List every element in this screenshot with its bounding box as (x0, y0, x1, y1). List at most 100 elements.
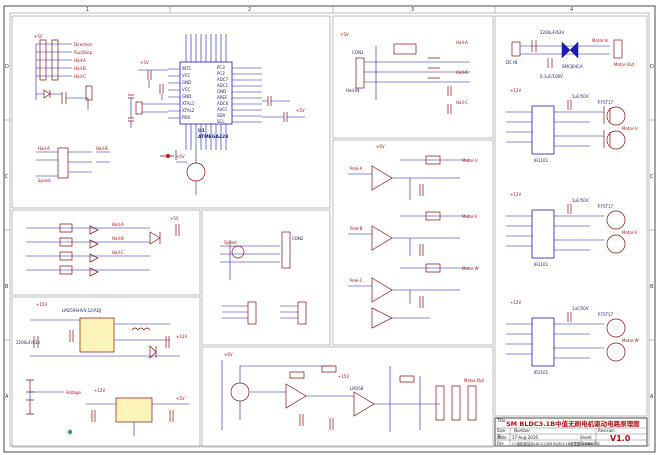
mcu-vcc-label: +5V (140, 60, 149, 65)
mosfet-w-high[interactable] (606, 318, 626, 338)
schematic-title: SM BLDC3.1B中值无刷电机驱动电路原理图 (506, 419, 640, 428)
jumper-sp1[interactable] (85, 85, 93, 101)
ir2101-u-chip[interactable] (531, 105, 555, 155)
resistor-array[interactable] (393, 43, 417, 55)
mosfet-v-low[interactable] (606, 234, 626, 254)
ruler-row-b: B (5, 284, 9, 290)
ruler-row-c-right: C (650, 174, 654, 180)
mcu-pin-l7: PD6 (182, 115, 190, 120)
ruler-row-d: D (5, 64, 9, 70)
mosfet-u-low[interactable] (606, 130, 626, 150)
dc-in-label: DC IN (506, 60, 517, 65)
comparator-c[interactable] (371, 277, 393, 303)
file-value: C:\电机驱动\BLDC3.1\SM BLDC3.1B原理图.SchDoc (512, 441, 594, 446)
net-hall-a-filter: Hall-A (456, 40, 468, 45)
mcu-pin-r8: SDA (217, 113, 226, 118)
hall-supply-label: +5V (34, 34, 43, 39)
net-motor-u: Motor-U (622, 126, 638, 131)
ldo-in-label: +12V (94, 388, 105, 393)
section-dividers (11, 15, 648, 448)
hall-filter-block: Hall-IN CON1 Hall-A Hall-B Hall-C +5V (340, 32, 470, 114)
ruler-col-2: 2 (248, 7, 251, 13)
hall-buffer-vcc: +5V (170, 216, 179, 221)
ruler-col-4: 4 (570, 7, 573, 13)
mcu-transistor[interactable] (186, 162, 206, 182)
ir2101-w-chip[interactable] (531, 317, 555, 367)
phase-v: IR2101 1uF/50V P75T17 Motor-V +12V (506, 192, 638, 267)
net-motor-u-bemf: Motor-U (462, 158, 478, 163)
date-label: Date (497, 435, 507, 440)
sense-opamp-2[interactable] (353, 391, 375, 417)
net-hall-b-filter: Hall-B (456, 70, 468, 75)
hall-connector[interactable] (355, 57, 365, 89)
revision-label: Revision (598, 428, 615, 433)
connector-con3[interactable] (247, 301, 257, 325)
power-input: DC IN 2200uF/63V 0.1uF/100V SMCJ64CA Mot… (506, 30, 635, 79)
net-hall-a-buf: Hall-A (112, 222, 124, 227)
motor-connector[interactable] (613, 39, 623, 59)
ldo-chip[interactable] (115, 397, 153, 423)
version-value: V1.0 (610, 434, 631, 443)
net-pole-c: Pole-C (350, 278, 363, 283)
ruler-row-c: C (5, 174, 9, 180)
sense-transistor[interactable] (230, 382, 250, 402)
bemf-vcc: +5V (376, 144, 385, 149)
connector-con4[interactable] (297, 301, 307, 325)
net-hall-c-buf: Hall-C (112, 250, 124, 255)
net-pole-b: Pole-B (350, 226, 363, 231)
mcu-pin-l4: GND (182, 94, 191, 99)
phase-u: IR2101 1uF/50V P75T17 Motor-U +12V (506, 88, 638, 163)
net-hall-c-filter: Hall-C (456, 100, 468, 105)
sense-opamp-1[interactable] (285, 383, 307, 409)
hall-switch-inputs: Direction Run/Stop Hall-A Hall-B Hall-C … (34, 34, 93, 110)
mosfet-u-part: P75T17 (598, 100, 613, 105)
ldo-out-label: +5V (176, 396, 185, 401)
net-speed-left: Speed (38, 178, 51, 183)
net-motor-v: Motor-V (622, 230, 638, 235)
size-value: B (498, 434, 501, 439)
net-voltage: Voltage (66, 390, 82, 395)
net-direction: Direction (74, 42, 93, 47)
comparator-b[interactable] (371, 225, 393, 251)
crystal[interactable] (135, 101, 143, 115)
bulk-cap-label: 2200uF/63V (540, 30, 564, 35)
mosfet-w-low[interactable] (606, 342, 626, 362)
switch-sp2[interactable] (57, 147, 69, 179)
sense-vcc: +5V (224, 352, 233, 357)
film-cap-label: 0.1uF/100V (540, 74, 563, 79)
net-hall-b-buf: Hall-B (112, 236, 124, 241)
net-hall-a-top: Hall-A (74, 58, 86, 63)
mcu-pin-l2: GND (182, 80, 191, 85)
current-sense: LM358 +5V +15V Motor-Out (221, 352, 485, 432)
ir2101-v-chip[interactable] (531, 209, 555, 259)
comparator-d[interactable] (371, 307, 393, 329)
buck-input-cap: 2200uF/63V (16, 340, 40, 345)
column-ruler: 1 2 3 4 (86, 7, 573, 13)
comparator-a[interactable] (371, 165, 393, 191)
mosfet-w-part: P75T17 (598, 312, 613, 317)
mosfet-u-high[interactable] (606, 106, 626, 126)
led-net-label: +5V (176, 154, 185, 159)
mosfet-v-high[interactable] (606, 210, 626, 230)
lm2596-chip[interactable] (79, 317, 115, 353)
dc-in-jack[interactable] (511, 41, 521, 57)
mcu-chip[interactable] (179, 61, 233, 125)
mcu-pin-r5: AREF (217, 95, 228, 100)
lm358-label: LM358 (350, 386, 364, 391)
mcu-pin-l1: VCC (182, 73, 191, 78)
phase-w-vcc: +12V (510, 300, 521, 305)
sheet-frame (3, 5, 656, 453)
connector-con2[interactable] (281, 231, 291, 269)
speed-block: Speed CON2 (220, 231, 307, 325)
sense-motor-label: Motor-Out (464, 378, 485, 383)
tvs-diode-icon (561, 41, 579, 59)
net-hall-b-top: Hall-B (74, 66, 86, 71)
mosfet-v-part: P75T17 (598, 204, 613, 209)
speed-pot[interactable] (231, 245, 245, 259)
drawn-label: Drawn By: (580, 441, 600, 446)
lm2596-part-label: LM2596HVS-12/ADJ (62, 308, 101, 313)
mcu-pin-r0: PC3 (217, 65, 225, 70)
net-hall-a-mid: Hall-A (38, 146, 50, 151)
mcu-ref-label: U1 (198, 128, 205, 134)
